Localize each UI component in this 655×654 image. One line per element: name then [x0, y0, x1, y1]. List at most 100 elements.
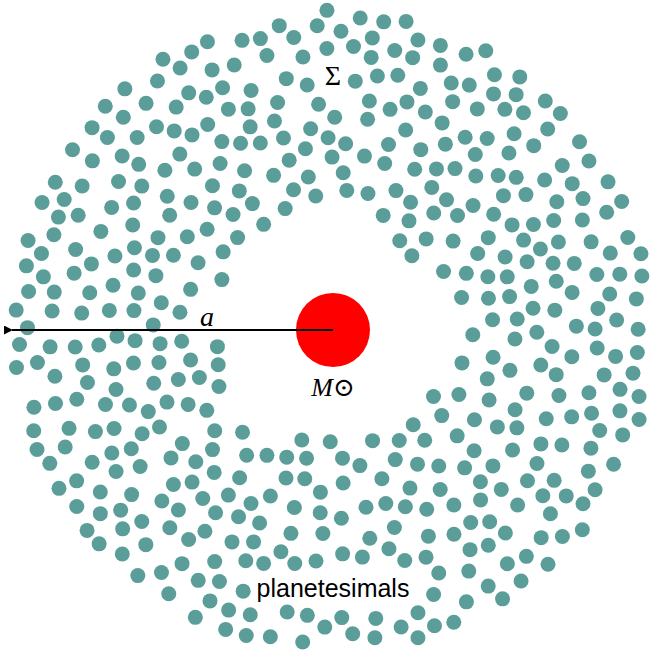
- planetesimal: [365, 433, 380, 448]
- planetesimal: [572, 134, 587, 149]
- planetesimal: [259, 48, 274, 63]
- planetesimal: [184, 44, 199, 59]
- planetesimal: [85, 153, 100, 168]
- planetesimal: [433, 38, 448, 53]
- planetesimal: [159, 395, 174, 410]
- planetesimal: [545, 339, 560, 354]
- planetesimal: [160, 189, 175, 204]
- planetesimal: [555, 158, 570, 173]
- planetesimal: [362, 531, 377, 546]
- planetesimal: [588, 482, 603, 497]
- planetesimal: [93, 506, 108, 521]
- planetesimal: [113, 503, 128, 518]
- planetesimal: [512, 69, 527, 84]
- planetesimal: [467, 412, 482, 427]
- planetesimal: [107, 421, 122, 436]
- planetesimal: [518, 187, 533, 202]
- planetesimal: [597, 367, 612, 382]
- planetesimal: [632, 389, 647, 404]
- planetesimal: [244, 83, 259, 98]
- planetesimal: [232, 470, 247, 485]
- planetesimal: [576, 191, 591, 206]
- planetesimal: [334, 511, 349, 526]
- planetesimal: [241, 101, 256, 116]
- planetesimal: [403, 195, 418, 210]
- planetesimal: [51, 210, 66, 225]
- planetesimal: [19, 258, 34, 273]
- planetesimal: [413, 142, 428, 157]
- planetesimal: [218, 622, 233, 637]
- planetesimal: [200, 222, 215, 237]
- planetesimal: [323, 434, 338, 449]
- planetesimal: [352, 458, 367, 473]
- planetesimal: [181, 85, 196, 100]
- planetesimal: [601, 174, 616, 189]
- planetesimal: [433, 482, 448, 497]
- planetesimal: [509, 87, 524, 102]
- planetesimal: [263, 629, 278, 644]
- planetesimal: [134, 514, 149, 529]
- planetesimal: [546, 213, 561, 228]
- planetesimal: [421, 529, 436, 544]
- planetesimal: [402, 481, 417, 496]
- planetesimal: [183, 353, 198, 368]
- star-circle: [296, 293, 370, 367]
- planetesimal: [434, 408, 449, 423]
- planetesimal: [205, 62, 220, 77]
- planetesimal: [466, 198, 481, 213]
- planetesimal: [216, 244, 231, 259]
- planetesimal: [68, 242, 83, 257]
- planetesimal: [92, 536, 107, 551]
- planetesimal: [21, 233, 36, 248]
- planetesimal: [282, 153, 297, 168]
- planetesimal: [221, 603, 236, 618]
- planetesimal: [431, 565, 446, 580]
- planetesimal: [243, 607, 258, 622]
- planetesimal: [584, 234, 599, 249]
- planetesimal: [612, 267, 627, 282]
- planetesimal: [230, 230, 245, 245]
- planetesimal: [520, 254, 535, 269]
- planetesimal: [127, 240, 142, 255]
- planetesimal: [539, 411, 554, 426]
- planetesimal: [592, 423, 607, 438]
- planetesimal: [74, 306, 89, 321]
- planetesimal: [334, 610, 349, 625]
- planetesimal: [327, 110, 342, 125]
- planetesimal: [191, 255, 206, 270]
- planetesimal: [36, 269, 51, 284]
- planetesimal: [590, 301, 605, 316]
- star-disc: [296, 293, 370, 367]
- planetesimal: [233, 136, 248, 151]
- planetesimal: [535, 488, 550, 503]
- planetesimal: [115, 521, 130, 536]
- planetesimal: [508, 402, 523, 417]
- planetesimal: [436, 264, 451, 279]
- planetesimal: [192, 370, 207, 385]
- planetesimal: [69, 392, 84, 407]
- planetesimal: [319, 3, 334, 18]
- planetesimal: [84, 256, 99, 271]
- planetesimal: [583, 441, 598, 456]
- planetesimal: [468, 169, 483, 184]
- planetesimal: [26, 423, 41, 438]
- planetesimal: [365, 30, 380, 45]
- planetesimal: [377, 156, 392, 171]
- planetesimal: [235, 425, 250, 440]
- planetesimal: [480, 131, 495, 146]
- planetesimal: [239, 448, 254, 463]
- planetesimal: [424, 180, 439, 195]
- planetesimal: [615, 427, 630, 442]
- planetesimal: [458, 130, 473, 145]
- planetesimal: [298, 141, 313, 156]
- planetesimal: [603, 246, 618, 261]
- planetesimal: [181, 397, 196, 412]
- planetesimal: [278, 470, 293, 485]
- planetesimal: [538, 93, 553, 108]
- planetesimal: [447, 161, 462, 176]
- planetesimal: [486, 86, 501, 101]
- planetesimal: [381, 137, 396, 152]
- planetesimal: [166, 248, 181, 263]
- planetesimal: [208, 505, 223, 520]
- planetesimal: [387, 43, 402, 58]
